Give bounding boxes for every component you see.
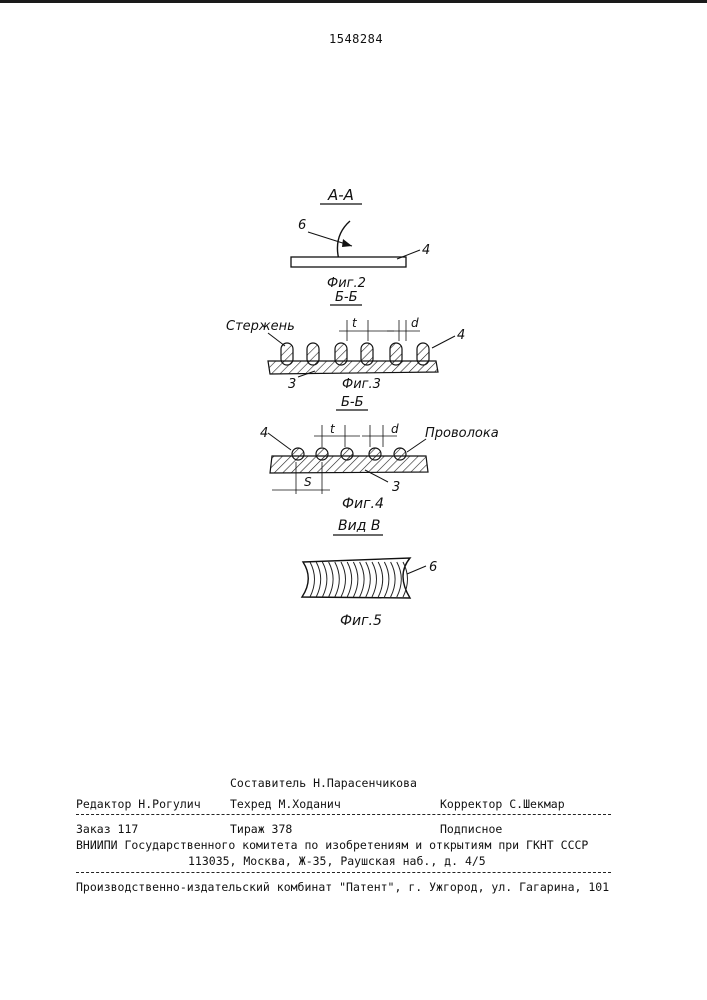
colophon-subscription: Подписное — [440, 822, 502, 836]
label-rod: Стержень — [226, 319, 295, 334]
colophon-printer: Производственно-издательский комбинат "П… — [76, 880, 609, 894]
label-t-fig4: t — [330, 422, 336, 436]
fig5-leader-6 — [407, 566, 426, 574]
rod-leader — [268, 333, 285, 346]
label-6-fig5: 6 — [429, 560, 437, 575]
label-4-fig4: 4 — [260, 426, 268, 441]
colophon-corrector: Корректор С.Шекмар — [440, 797, 565, 811]
fig3-leader-4 — [432, 336, 455, 348]
fig2-plate — [291, 257, 406, 267]
fig5-caption: Фиг.5 — [340, 613, 382, 629]
label-4-fig2: 4 — [422, 243, 430, 258]
fig2-caption: Фиг.2 — [327, 276, 366, 291]
fig2-leader-4 — [397, 250, 420, 259]
fig4-wire — [341, 448, 353, 460]
view-v-label: Вид В — [338, 518, 380, 534]
label-3-fig4: 3 — [392, 480, 400, 495]
colophon-address: 113035, Москва, Ж-35, Раушская наб., д. … — [188, 854, 486, 868]
section-aa-label: A-A — [327, 186, 354, 204]
label-d-fig3: d — [411, 316, 419, 330]
label-3-fig3: 3 — [288, 377, 296, 392]
fig4-wire — [316, 448, 328, 460]
fig4-leader-4 — [268, 433, 291, 450]
colophon-tech-editor: Техред М.Ходанич — [230, 797, 341, 811]
fig4-wire — [292, 448, 304, 460]
fig4-wire — [369, 448, 381, 460]
colophon-editor: Редактор Н.Рогулич — [76, 797, 201, 811]
colophon-circulation: Тираж 378 — [230, 822, 292, 836]
colophon-divider-2 — [76, 872, 611, 873]
colophon-institute: ВНИИПИ Государственного комитета по изоб… — [76, 838, 588, 852]
label-6-fig2: 6 — [298, 218, 306, 233]
label-wire: Проволока — [425, 426, 499, 441]
wire-leader — [407, 439, 426, 452]
fig3-base-plate — [268, 361, 438, 374]
label-s-fig4: S — [304, 475, 312, 489]
fig4-wire — [394, 448, 406, 460]
section-bb-label-1: Б-Б — [335, 290, 358, 305]
section-bb-label-2: Б-Б — [341, 395, 364, 410]
label-4-fig3: 4 — [457, 328, 465, 343]
colophon-divider-1 — [76, 814, 611, 815]
label-t-fig3: t — [352, 316, 358, 330]
fig4-caption: Фиг.4 — [342, 496, 384, 512]
fig3-caption: Фиг.3 — [342, 377, 381, 392]
label-d-fig4: d — [391, 422, 399, 436]
colophon-compiler: Составитель Н.Парасенчикова — [230, 776, 417, 790]
colophon-order: Заказ 117 — [76, 822, 138, 836]
fig5-brush-view — [302, 558, 410, 598]
fig2-arrow-head — [342, 239, 352, 247]
